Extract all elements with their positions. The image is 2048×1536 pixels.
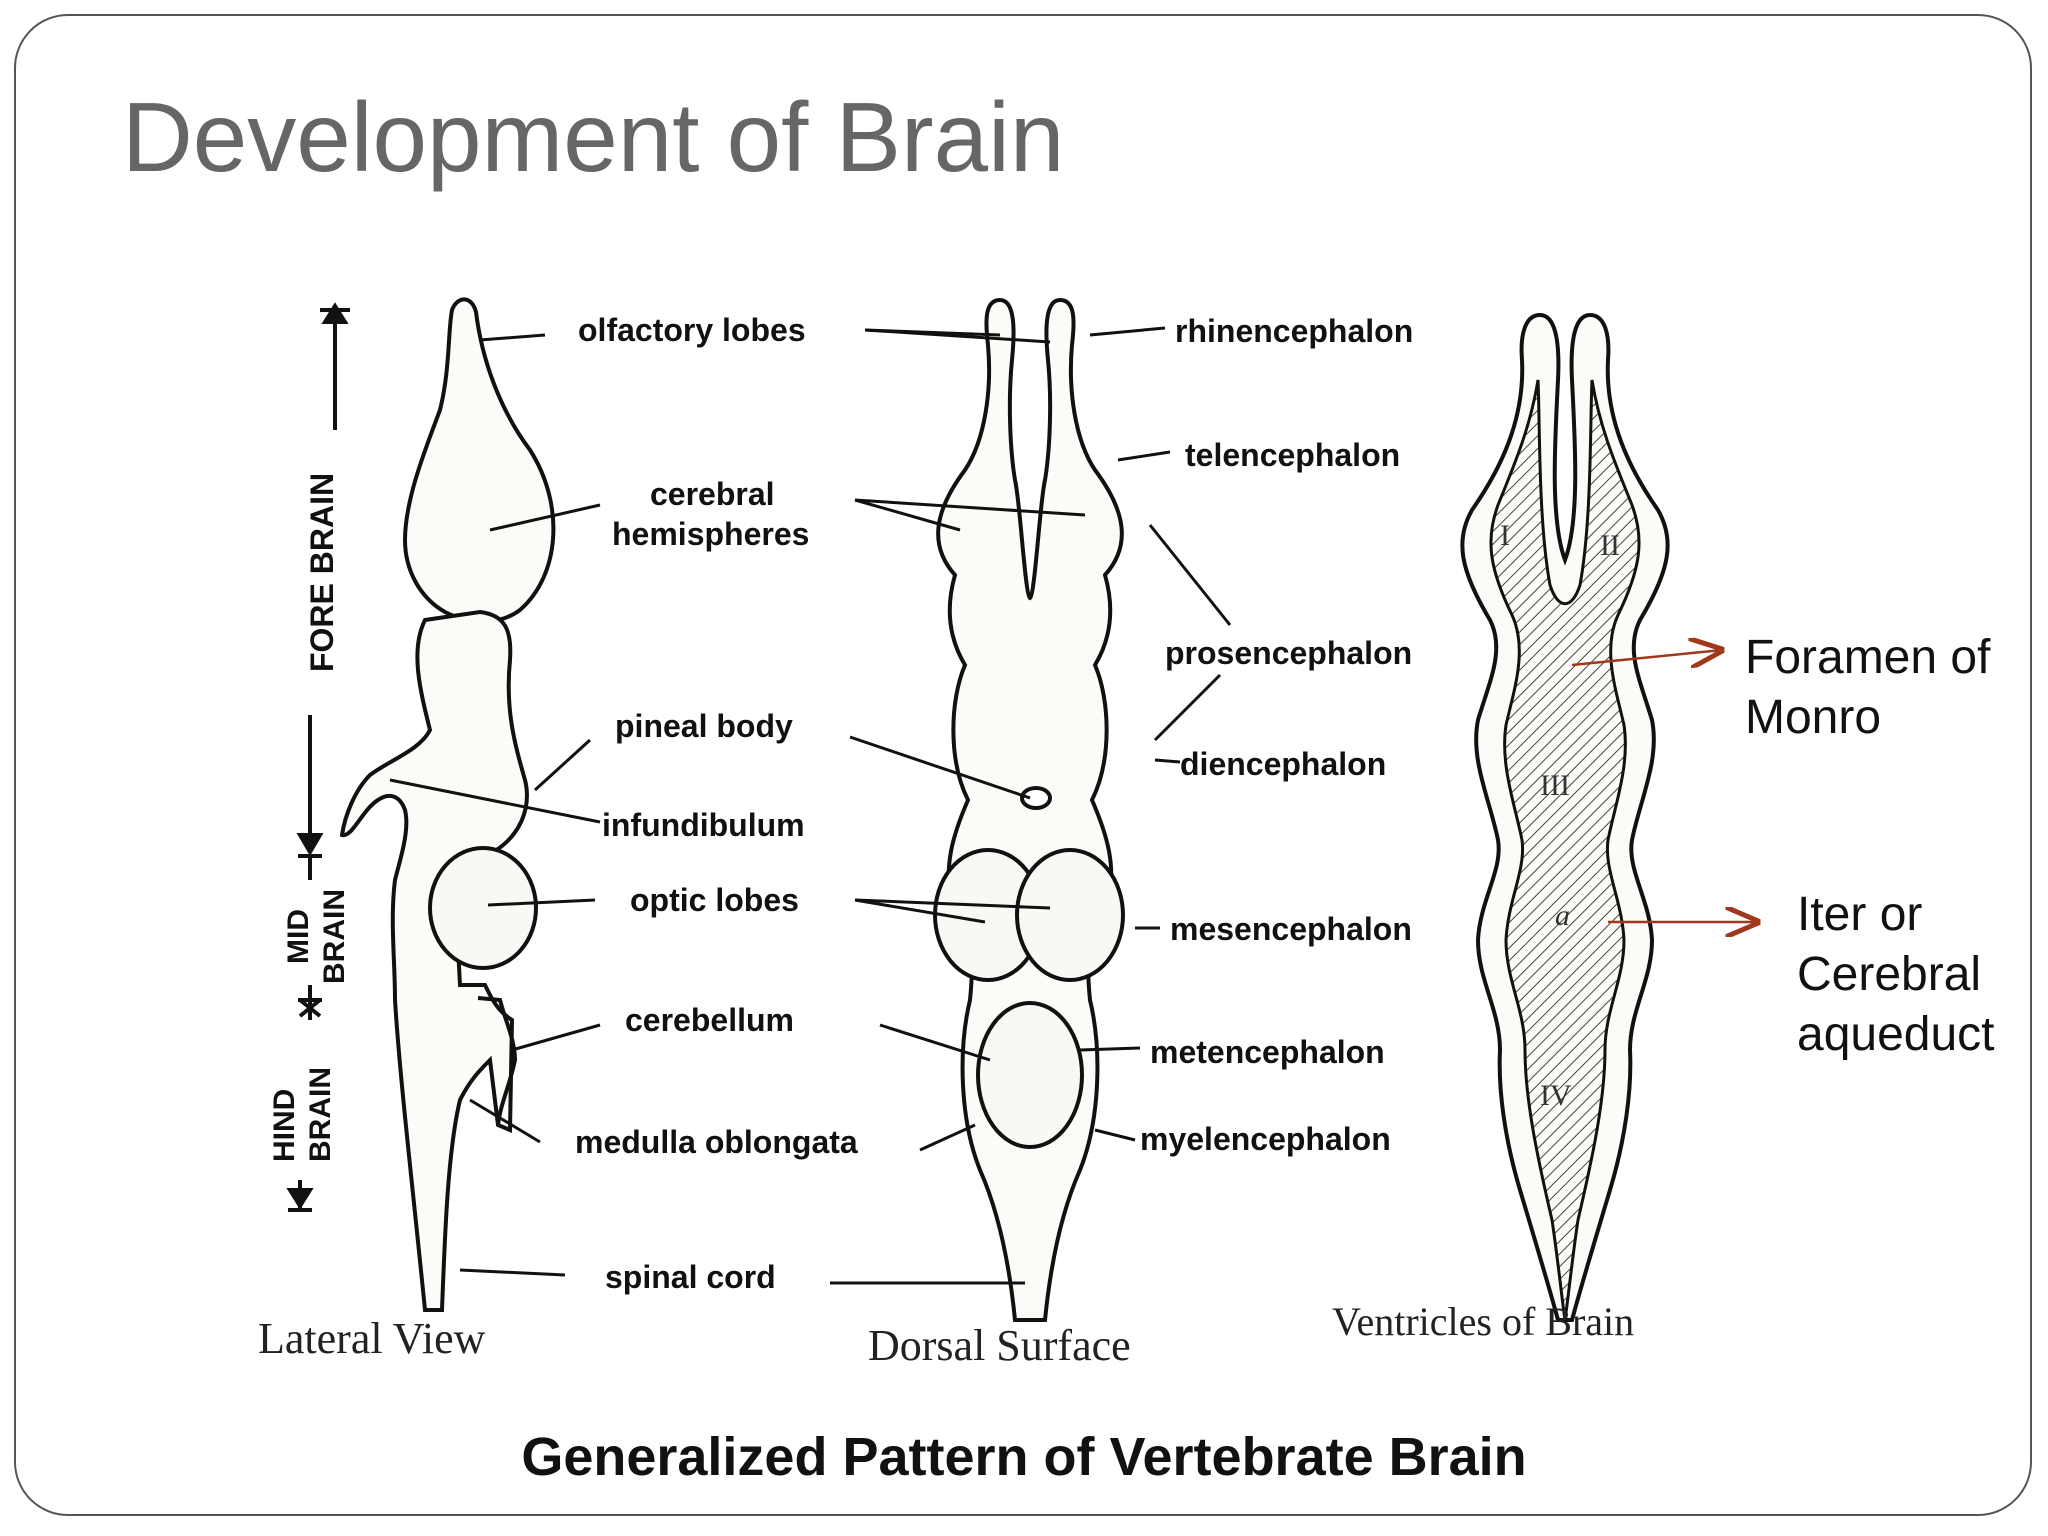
lateral-view-label: Lateral View <box>258 1314 486 1363</box>
lateral-labels: olfactory lobes cerebral hemispheres pin… <box>575 312 858 1295</box>
dorsal-surface-label: Dorsal Surface <box>868 1321 1131 1370</box>
ventricle-IV-mark: IV <box>1540 1079 1572 1112</box>
aqueduct-mark: a <box>1555 899 1570 932</box>
hind-brain-label-1: HIND <box>268 1089 301 1162</box>
label-telencephalon: telencephalon <box>1185 437 1400 473</box>
ventricle-III-mark: III <box>1540 769 1570 802</box>
region-bracket <box>286 302 350 1212</box>
hind-brain-label-2: BRAIN <box>304 1067 337 1162</box>
fore-brain-label: FORE BRAIN <box>304 473 340 672</box>
ventricle-I-mark: I <box>1500 519 1510 552</box>
label-cerebellum: cerebellum <box>625 1002 794 1038</box>
label-myelencephalon: myelencephalon <box>1140 1121 1391 1157</box>
lateral-leaders <box>389 333 601 1277</box>
label-olfactory-lobes: olfactory lobes <box>578 312 806 348</box>
slide-caption: Generalized Pattern of Vertebrate Brain <box>521 1427 1527 1487</box>
label-diencephalon: diencephalon <box>1180 746 1386 782</box>
label-medulla-oblongata: medulla oblongata <box>575 1124 858 1160</box>
label-infundibulum: infundibulum <box>602 807 805 843</box>
dorsal-labels: rhinencephalon telencephalon prosencepha… <box>1140 313 1413 1157</box>
foramen-arrow <box>1571 650 1722 665</box>
dorsal-leaders <box>830 326 1232 1285</box>
label-prosencephalon: prosencephalon <box>1165 635 1412 671</box>
label-hemispheres: hemispheres <box>612 516 809 552</box>
label-pineal-body: pineal body <box>615 708 793 744</box>
mid-brain-label-2: BRAIN <box>318 889 351 984</box>
slide-title: Development of Brain <box>122 82 1065 192</box>
label-cerebral: cerebral <box>650 476 775 512</box>
label-optic-lobes: optic lobes <box>630 882 799 918</box>
mid-brain-label-1: MID <box>282 909 315 964</box>
iter-cerebral-aqueduct-note: Iter or Cerebral aqueduct <box>1797 888 1995 1061</box>
ventricles-label: Ventricles of Brain <box>1332 1299 1634 1344</box>
ventricle-marks: I II III a IV <box>1500 519 1620 1112</box>
lateral-brain <box>339 297 556 1312</box>
foramen-of-monro-note: Foramen of Monro <box>1745 631 1991 744</box>
label-spinal-cord: spinal cord <box>605 1259 776 1295</box>
dorsal-brain <box>933 297 1125 1322</box>
label-rhinencephalon: rhinencephalon <box>1175 313 1413 349</box>
ventricles-cavity <box>1489 379 1641 1321</box>
ventricle-II-mark: II <box>1600 529 1620 562</box>
label-mesencephalon: mesencephalon <box>1170 911 1412 947</box>
label-metencephalon: metencephalon <box>1150 1034 1385 1070</box>
